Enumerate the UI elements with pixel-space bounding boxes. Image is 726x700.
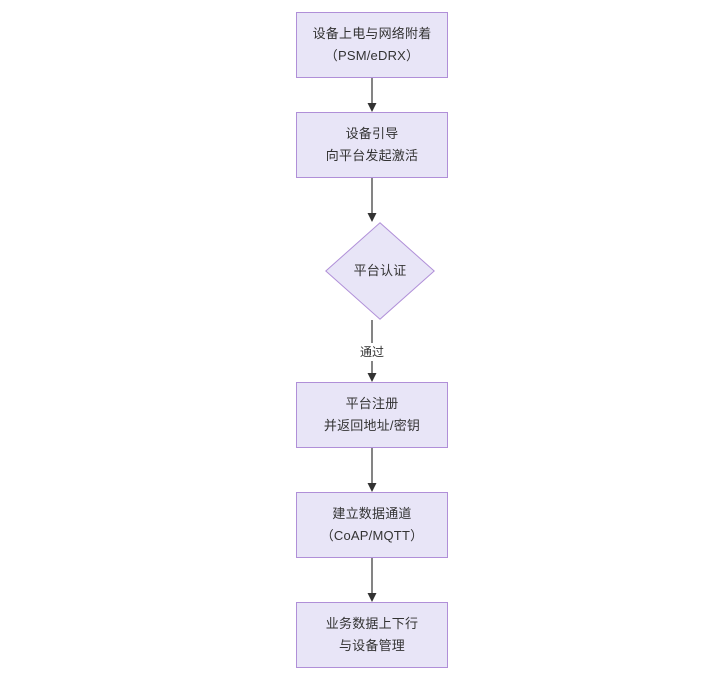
node-text-line: 设备引导	[345, 126, 399, 141]
platform-authentication[interactable]: 平台认证	[325, 222, 435, 320]
edge-register-to-channel	[367, 448, 377, 492]
platform-authentication-label: 平台认证	[354, 261, 407, 281]
edge-arrowhead-icon	[367, 373, 377, 382]
node-text-line: （CoAP/MQTT）	[320, 528, 424, 543]
establish-data-channel[interactable]: 建立数据通道 （CoAP/MQTT）	[296, 492, 448, 558]
node-text-line: 业务数据上下行	[325, 616, 419, 631]
edge-arrowhead-icon	[367, 213, 377, 222]
node-text-line: 平台注册	[345, 396, 399, 411]
edge-arrowhead-icon	[367, 593, 377, 602]
edge-arrowhead-icon	[367, 103, 377, 112]
edge-power-on-to-bootstrap	[367, 78, 377, 112]
node-text-line: 并返回地址/密钥	[323, 418, 421, 433]
edge-arrowhead-icon	[367, 483, 377, 492]
node-text-line: （PSM/eDRX）	[324, 48, 420, 63]
platform-registration[interactable]: 平台注册并返回地址/密钥	[296, 382, 448, 448]
decision-diamond-shape	[325, 222, 435, 320]
node-text-line: 与设备管理	[338, 638, 405, 653]
business-data-and-device-management[interactable]: 业务数据上下行与设备管理	[296, 602, 448, 668]
node-text-line: 平台认证	[353, 263, 407, 278]
node-text-line: 建立数据通道	[332, 506, 412, 521]
node-text-line: 向平台发起激活	[325, 148, 419, 163]
edge-bootstrap-to-auth	[367, 178, 377, 222]
edge-channel-to-business	[367, 558, 377, 602]
edge-auth-to-register-label: 通过	[356, 343, 388, 361]
device-bootstrap[interactable]: 设备引导向平台发起激活	[296, 112, 448, 178]
device-power-on[interactable]: 设备上电与网络附着 （PSM/eDRX）	[296, 12, 448, 78]
node-text-line: 设备上电与网络附着	[312, 26, 432, 41]
